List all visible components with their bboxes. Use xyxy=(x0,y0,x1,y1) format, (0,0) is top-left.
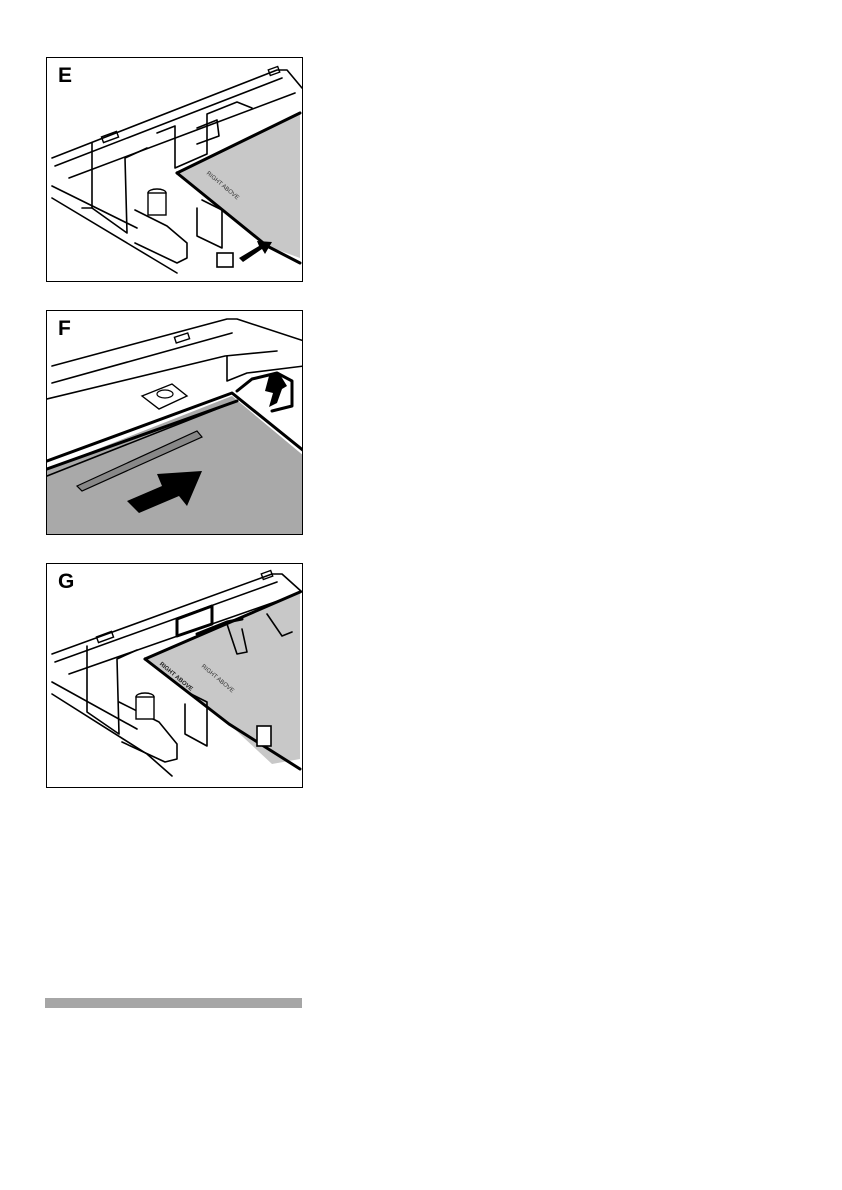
step-label-g: G xyxy=(58,571,74,592)
illustration-panel-e: E RIGHT ABOVE xyxy=(46,57,303,282)
step-label-f: F xyxy=(58,318,71,339)
illustration-panel-g: G RIGHT ABOVE RIGHT ABOVE xyxy=(46,563,303,788)
oven-glass-removal-diagram-e xyxy=(47,58,303,282)
step-label-e: E xyxy=(58,65,72,86)
oven-glass-removal-diagram-f xyxy=(47,311,303,535)
section-divider-bar xyxy=(45,998,302,1008)
illustration-panel-f: F xyxy=(46,310,303,535)
